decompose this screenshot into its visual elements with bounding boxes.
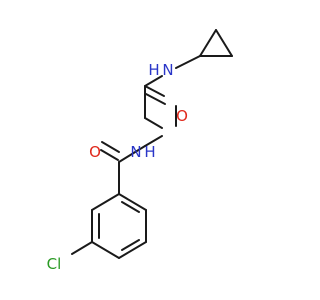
chlorine-atom: Cl xyxy=(47,255,62,273)
amide-nitrogen-upper: N xyxy=(162,61,173,79)
amide-nitrogen-lower: N xyxy=(130,143,141,161)
amide-hydrogen-upper: H xyxy=(148,61,159,79)
bond xyxy=(145,93,166,105)
bond xyxy=(199,29,217,57)
cyclopropyl-ring xyxy=(199,29,233,57)
amide-hydrogen-lower: H xyxy=(144,143,155,161)
bond xyxy=(144,85,165,97)
bond xyxy=(100,149,119,161)
bond xyxy=(118,145,146,163)
benzene-ring xyxy=(91,161,147,259)
bond xyxy=(144,117,163,129)
bond xyxy=(91,193,120,211)
bond xyxy=(118,193,147,211)
carbonyl-oxygen-upper: O xyxy=(176,107,188,125)
bond xyxy=(91,241,120,259)
bond xyxy=(71,241,93,255)
molecule-diagram: N H O N H O Cl xyxy=(47,29,233,273)
bond xyxy=(118,241,147,259)
bond xyxy=(144,135,163,147)
bond xyxy=(144,75,163,87)
bond xyxy=(175,55,201,69)
bond xyxy=(101,141,120,153)
bond xyxy=(121,201,140,213)
bond xyxy=(215,29,233,57)
bond xyxy=(121,239,140,251)
carbonyl-oxygen-lower: O xyxy=(89,143,101,161)
